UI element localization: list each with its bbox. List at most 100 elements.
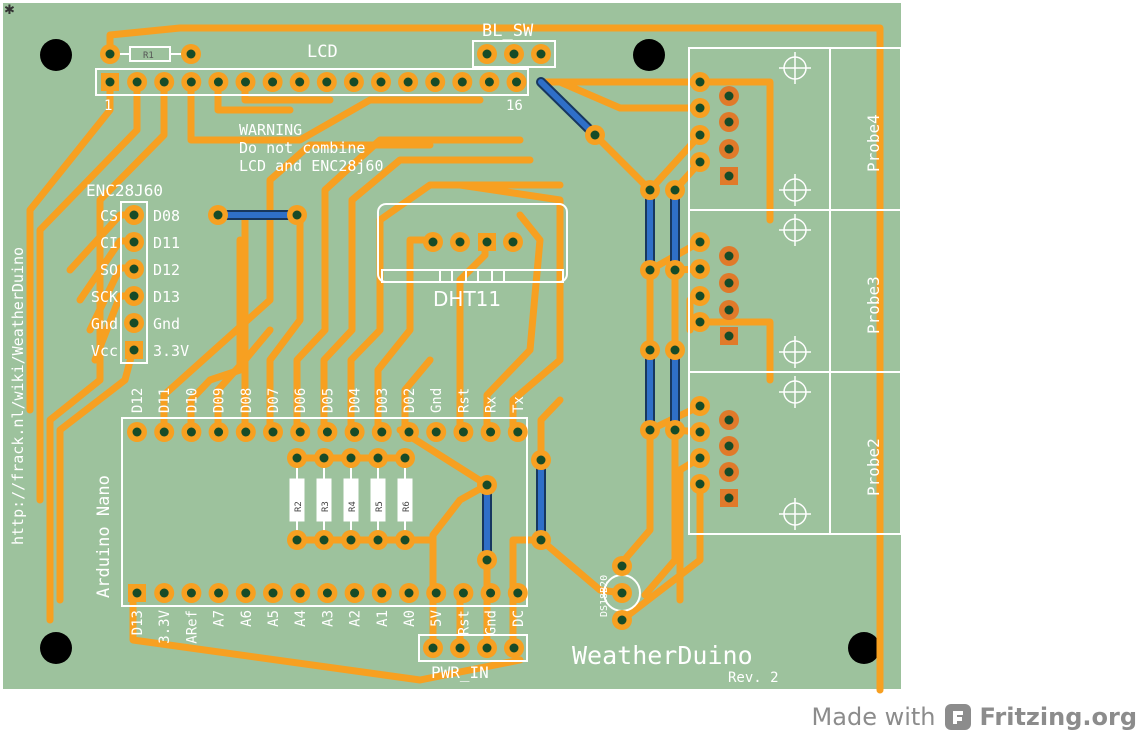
r1-label: R1 — [143, 51, 154, 61]
lcd-pad — [316, 72, 337, 92]
enc-pad — [124, 286, 144, 306]
resistor-label: R6 — [402, 501, 412, 512]
pwr-in-label: PWR_IN — [431, 663, 489, 682]
probe-terminal-pad — [719, 462, 739, 482]
probe-terminal-pad — [719, 410, 739, 430]
nano-top-pin-label: D07 — [266, 388, 282, 413]
enc-left-ci: CI — [100, 234, 118, 252]
nano-bottom-pad — [399, 583, 419, 603]
lcd-pin-first-label: 1 — [104, 98, 112, 114]
mounting-hole — [633, 39, 665, 71]
nano-top-pad — [235, 422, 256, 442]
lcd-pad — [452, 72, 473, 92]
lcd-pad — [235, 72, 256, 92]
probe-terminal-pad — [719, 436, 739, 456]
enc-right-33v: 3.3V — [153, 342, 189, 360]
jumper-pad — [640, 340, 660, 360]
nano-top-pin-label: D02 — [402, 388, 418, 413]
made-with-text: Made with — [811, 703, 936, 731]
dht11-pad — [450, 232, 470, 252]
probe-terminal-pad — [719, 246, 739, 266]
nano-label: Arduino Nano — [94, 475, 114, 598]
board-substrate — [3, 3, 901, 689]
ds18b20-pad — [612, 583, 632, 603]
nano-top-pin-label: D11 — [157, 388, 173, 413]
nano-bottom-pad — [290, 583, 311, 603]
enc-right-d13: D13 — [153, 288, 180, 306]
nano-top-pin-label: D08 — [239, 388, 255, 413]
enc-left-vcc: Vcc — [91, 342, 118, 360]
nano-top-pad — [290, 422, 311, 442]
nano-bottom-pin-label: 3.3V — [157, 609, 173, 643]
resistor-pad — [368, 448, 388, 468]
probe-header-pad — [690, 232, 710, 252]
nano-bottom-pin-label: Gnd — [484, 610, 500, 635]
nano-bottom-pin-label: A6 — [239, 610, 255, 627]
board-corner-mark: ✱ — [4, 3, 15, 18]
nano-top-pad — [154, 422, 175, 442]
warning-line-1: WARNING — [239, 121, 302, 139]
enc-label: ENC28J60 — [86, 181, 163, 200]
enc-left-cs: CS — [100, 207, 118, 225]
resistor-pad — [287, 448, 307, 468]
nano-bottom-pin-label: DC — [511, 610, 527, 627]
nano-top-pad — [507, 422, 528, 442]
nano-bottom-pin-label: Rst — [456, 610, 472, 635]
lcd-pad — [479, 72, 500, 92]
jumper-pad — [585, 125, 605, 145]
lcd-pad — [371, 72, 391, 92]
probe-header-pad — [690, 286, 710, 306]
jumper-pad — [287, 205, 307, 225]
nano-top-pad — [208, 422, 229, 442]
dht11-pad — [423, 232, 443, 252]
url-label: http://frack.nl/wiki/WeatherDuino — [9, 247, 27, 545]
lcd-pad — [208, 72, 229, 92]
r1-pad — [100, 44, 120, 64]
nano-top-pin-label: Rst — [456, 388, 472, 413]
probe-terminal-pad — [720, 167, 738, 185]
fritzing-brand[interactable]: Fritzing.org — [979, 703, 1137, 731]
resistor-pad — [395, 448, 415, 468]
enc-right-gnd: Gnd — [153, 315, 180, 333]
probe-terminal-pad — [720, 327, 738, 345]
enc-pad — [124, 232, 144, 252]
enc-left-sck: SCK — [91, 288, 118, 306]
screw-terminals — [779, 52, 811, 530]
ds18b20-pad — [612, 556, 632, 576]
warning-line-2: Do not combine — [239, 139, 365, 157]
enc-right-d12: D12 — [153, 261, 180, 279]
nano-outline — [121, 417, 528, 607]
jumper-pad — [531, 450, 551, 470]
nano-top-pad — [399, 422, 419, 442]
mounting-hole — [40, 632, 72, 664]
lcd-header-outline — [95, 68, 529, 96]
pcb-board: ✱ — [3, 3, 902, 694]
probe-header-pad — [690, 396, 710, 416]
nano-top-pad — [317, 422, 338, 442]
nano-bottom-pin-label: ARef — [184, 610, 200, 644]
enc-header-outline — [120, 201, 148, 364]
fritzing-footer: Made with Fritzing.org — [812, 700, 1137, 734]
enc-pad — [124, 313, 144, 333]
resistor-label: R5 — [375, 501, 385, 512]
jumper-pad — [665, 340, 685, 360]
mounting-hole — [848, 632, 880, 664]
jumper-pad — [665, 420, 685, 440]
nano-top-pin-label: D05 — [320, 388, 336, 413]
bl-sw-pad — [504, 44, 524, 64]
probe-terminal-pad — [719, 273, 739, 293]
nano-top-pad — [344, 422, 365, 442]
resistor-pad — [314, 530, 334, 550]
nano-bottom-pin-label: D13 — [130, 610, 146, 635]
resistor-label: R3 — [321, 501, 331, 512]
jumper-pad — [640, 420, 660, 440]
probe-header-pad — [690, 125, 710, 145]
probe-header-pad — [690, 448, 710, 468]
nano-top-pin-label: D06 — [293, 388, 309, 413]
jumper-wires — [213, 77, 680, 565]
silkscreen-outlines — [95, 40, 902, 662]
enc-right-d08: D08 — [153, 207, 180, 225]
probe-terminal-pad — [719, 86, 739, 106]
warning-line-3: LCD and ENC28j60 — [239, 157, 384, 175]
